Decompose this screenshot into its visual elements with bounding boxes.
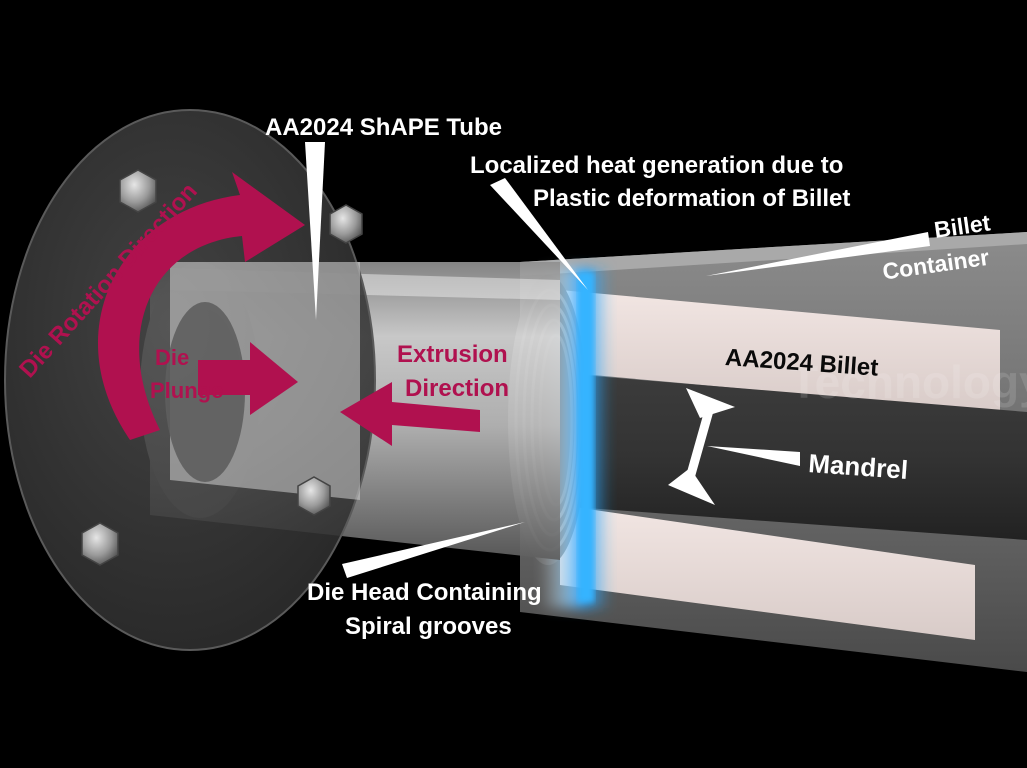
die-plunge-label-line2: Plunge (150, 378, 223, 403)
tube-label: AA2024 ShAPE Tube (265, 114, 502, 141)
hex-bolt-icon (81, 169, 363, 566)
die-head-label-line1: Die Head Containing (307, 579, 542, 606)
watermark-text: Technology (790, 356, 1027, 408)
die-head-label-line2: Spiral grooves (345, 613, 512, 640)
extrusion-label-line1: Extrusion (397, 341, 508, 368)
arrow-left-icon (340, 382, 480, 446)
billet-upper (560, 290, 1000, 412)
mandrel-label: Mandrel (807, 448, 909, 485)
curved-arrow-icon (97, 172, 306, 440)
extrusion-label-line2: Direction (405, 375, 509, 402)
heat-label-line2: Plastic deformation of Billet (533, 185, 850, 212)
callout-pointers (305, 142, 930, 578)
billet-lower (560, 505, 975, 640)
double-arrow-icon (668, 388, 735, 505)
arrow-right-icon (198, 342, 298, 415)
heat-label-line1: Localized heat generation due to (470, 152, 843, 179)
die-plunge-label-line1: Die (155, 345, 189, 370)
